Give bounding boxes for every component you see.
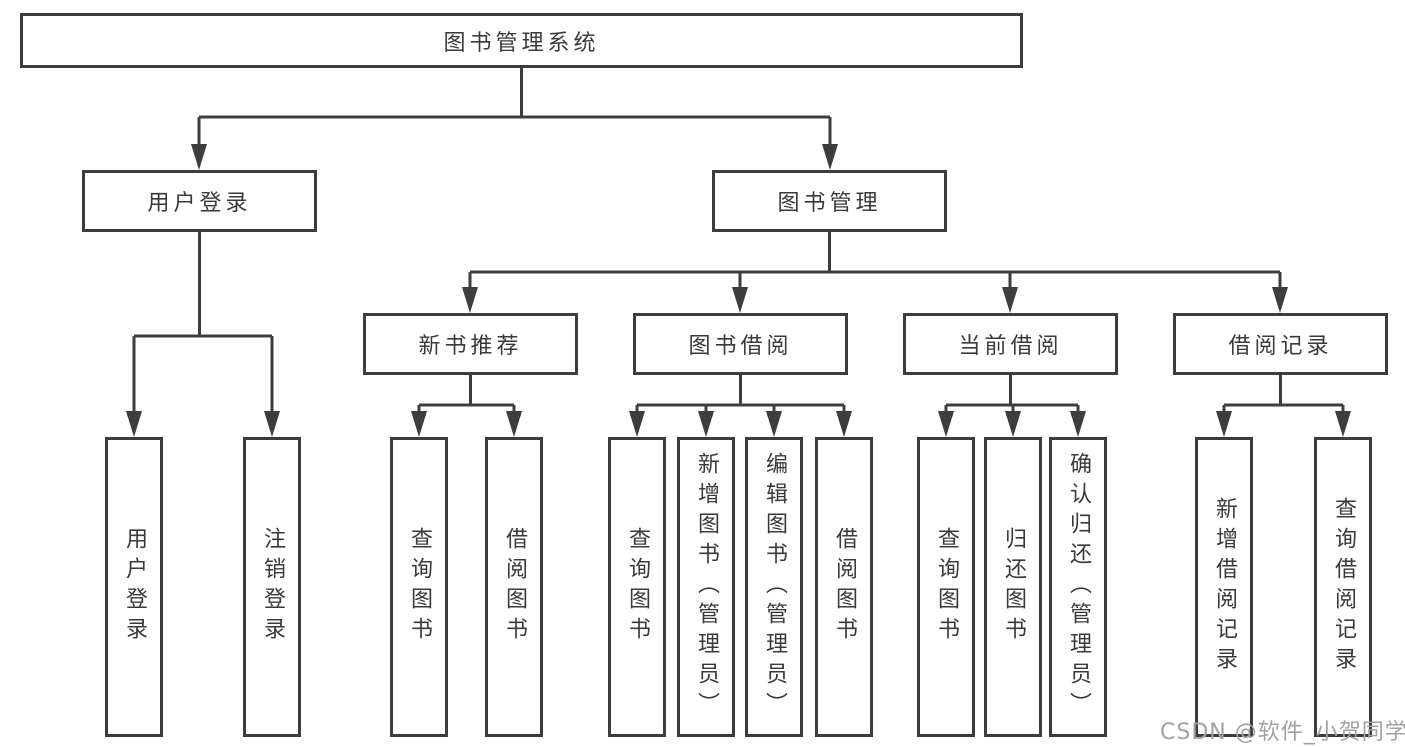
- csdn-watermark: CSDN @软件_小贺同学: [1160, 720, 1405, 745]
- node-book-borrowing: 图书借阅: [633, 313, 848, 375]
- leaf-add-book-admin: 新增图书（管理员）: [677, 437, 735, 737]
- node-book-management: 图书管理: [712, 170, 947, 232]
- arrowheads: [126, 144, 1351, 437]
- node-new-book-recommend: 新书推荐: [363, 313, 578, 375]
- leaf-query-borrow-record: 查询借阅记录: [1314, 437, 1372, 737]
- node-current-borrowing: 当前借阅: [903, 313, 1118, 375]
- leaf-add-borrow-record: 新增借阅记录: [1195, 437, 1253, 737]
- leaf-logout: 注销登录: [243, 437, 301, 737]
- leaf-return-book: 归还图书: [984, 437, 1042, 737]
- leaf-query-books-recommend: 查询图书: [390, 437, 448, 737]
- node-user-login: 用户登录: [82, 170, 317, 232]
- leaf-query-books-borrow: 查询图书: [608, 437, 666, 737]
- node-root-library-system: 图书管理系统: [20, 13, 1023, 68]
- leaf-query-books-current: 查询图书: [917, 437, 975, 737]
- leaf-user-login: 用户登录: [105, 437, 163, 737]
- leaf-confirm-return-admin: 确认归还（管理员）: [1049, 437, 1107, 737]
- leaf-borrow-books-recommend: 借阅图书: [485, 437, 543, 737]
- leaf-edit-book-admin: 编辑图书（管理员）: [745, 437, 803, 737]
- leaf-borrow-books: 借阅图书: [815, 437, 873, 737]
- node-borrow-records: 借阅记录: [1173, 313, 1388, 375]
